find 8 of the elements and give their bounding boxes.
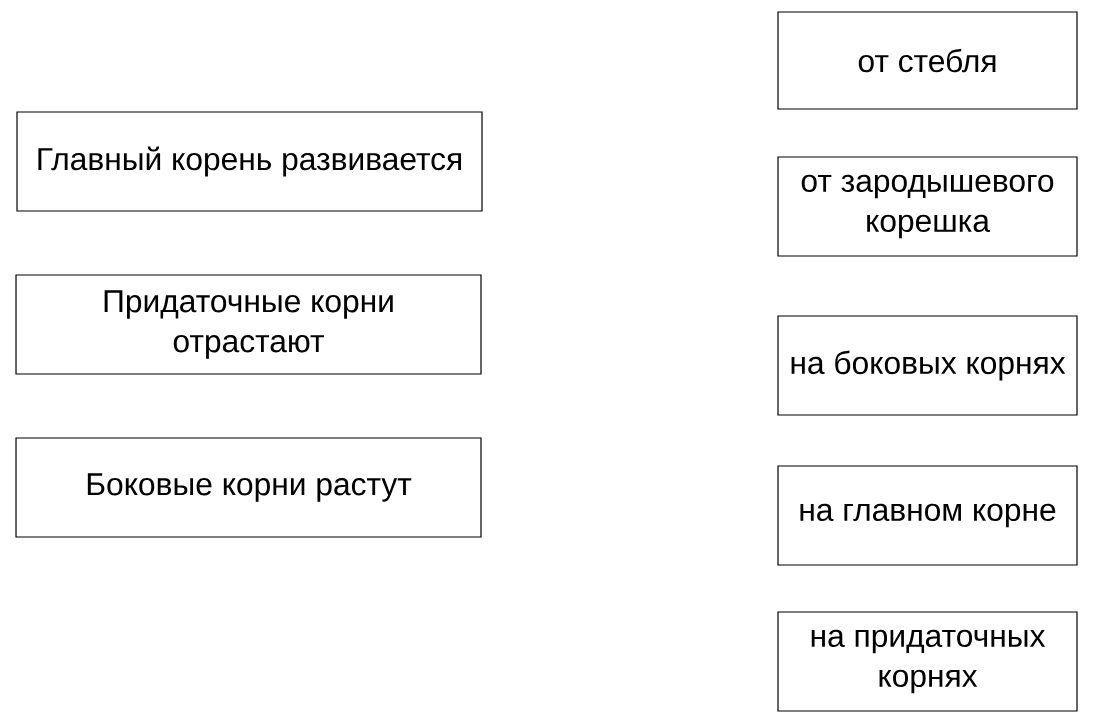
text-box: на придаточных корнях xyxy=(777,611,1078,712)
text-box: от стебля xyxy=(777,11,1078,110)
text-box: на главном корне xyxy=(777,465,1078,566)
text-box: Придаточные корни отрастают xyxy=(15,274,482,375)
text-box: на боковых корнях xyxy=(777,315,1078,416)
text-box: Главный корень развивается xyxy=(16,111,483,212)
text-box: Боковые корни растут xyxy=(15,437,482,538)
text-box: от зародышевого корешка xyxy=(777,156,1078,257)
